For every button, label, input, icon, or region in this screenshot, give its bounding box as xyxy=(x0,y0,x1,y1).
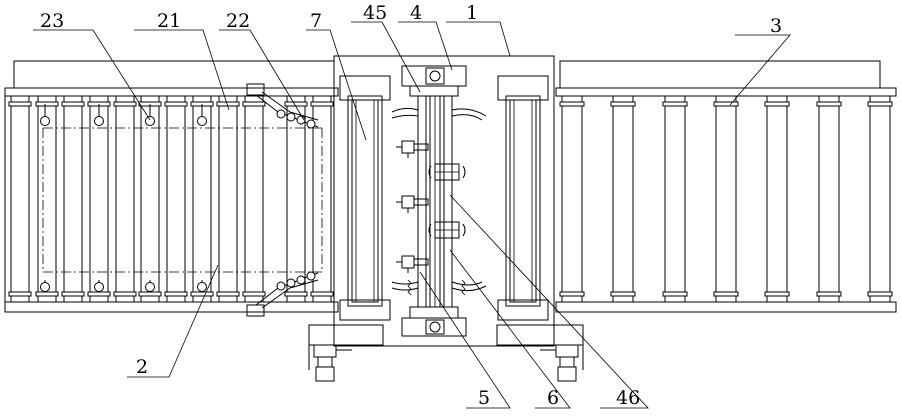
label-5: 5 xyxy=(478,387,490,409)
label-23: 23 xyxy=(40,10,64,32)
roller xyxy=(611,96,635,302)
right-conveyor-top-cover xyxy=(560,61,880,88)
label-22: 22 xyxy=(226,10,250,32)
left-conveyor-top-cover xyxy=(14,61,334,88)
leader-4 xyxy=(398,22,452,70)
roller xyxy=(560,96,584,302)
sprocket xyxy=(95,283,104,292)
sprocket xyxy=(41,117,50,126)
leader-lines xyxy=(33,22,790,408)
guide-lower-right xyxy=(452,282,486,291)
roller xyxy=(714,96,738,302)
label-21: 21 xyxy=(157,10,181,32)
roller xyxy=(9,96,31,302)
label-3: 3 xyxy=(770,15,782,37)
foot-right xyxy=(540,345,583,381)
right-roller-set xyxy=(560,96,892,302)
base-plate-right xyxy=(497,325,583,345)
label-2: 2 xyxy=(136,356,148,378)
leader-21 xyxy=(134,30,229,110)
guide-upper-left xyxy=(392,108,418,118)
base-plate-left xyxy=(309,325,383,345)
label-4: 4 xyxy=(410,2,422,24)
left-conveyor xyxy=(5,61,338,316)
roller xyxy=(243,96,265,302)
right-conveyor xyxy=(556,61,896,312)
vertical-roller-left xyxy=(340,76,390,320)
central-frame xyxy=(309,56,583,381)
label-45: 45 xyxy=(363,2,387,24)
leader-45 xyxy=(351,22,420,92)
cam xyxy=(429,164,465,180)
roller xyxy=(285,96,307,302)
sprocket xyxy=(146,117,155,126)
sprocket-set xyxy=(41,104,207,292)
left-roller-set xyxy=(9,96,333,302)
label-1: 1 xyxy=(466,2,478,24)
sprocket xyxy=(41,283,50,292)
roller xyxy=(217,96,239,302)
roller xyxy=(114,96,136,302)
cam xyxy=(429,222,465,238)
clamp-set xyxy=(396,141,428,273)
roller xyxy=(191,96,213,302)
sprocket xyxy=(95,117,104,126)
roller xyxy=(62,96,84,302)
central-mechanism xyxy=(392,66,486,336)
guide-lower-left xyxy=(392,282,418,290)
shaft-right xyxy=(444,96,452,307)
clamp xyxy=(396,256,428,273)
cam-set xyxy=(429,164,465,238)
roller xyxy=(663,96,687,302)
label-46: 46 xyxy=(616,387,640,409)
sprocket xyxy=(146,283,155,292)
left-conveyor-top-rail xyxy=(5,88,338,96)
roller xyxy=(817,96,841,302)
right-conveyor-bottom-rail xyxy=(556,302,896,312)
clamp xyxy=(396,141,428,158)
sprocket xyxy=(198,117,207,126)
roller xyxy=(765,96,789,302)
spring-right xyxy=(462,280,465,295)
label-7: 7 xyxy=(310,10,322,32)
leader-1 xyxy=(446,22,510,56)
leader-3 xyxy=(730,35,790,105)
vertical-roller-right xyxy=(498,76,548,320)
clamp xyxy=(396,196,428,213)
part-labels: 23 21 22 7 45 4 1 3 2 5 6 46 xyxy=(40,2,782,409)
roller xyxy=(88,96,110,302)
left-conveyor-bottom-rail xyxy=(5,302,338,312)
spring-left xyxy=(408,280,411,295)
roller xyxy=(139,96,161,302)
roller xyxy=(868,96,892,302)
guide-upper-right xyxy=(452,109,486,120)
roller xyxy=(165,96,187,302)
foot-left xyxy=(309,345,352,381)
sprocket xyxy=(198,283,207,292)
label-6: 6 xyxy=(547,387,559,409)
right-conveyor-top-rail xyxy=(556,88,896,96)
roller xyxy=(36,96,58,302)
